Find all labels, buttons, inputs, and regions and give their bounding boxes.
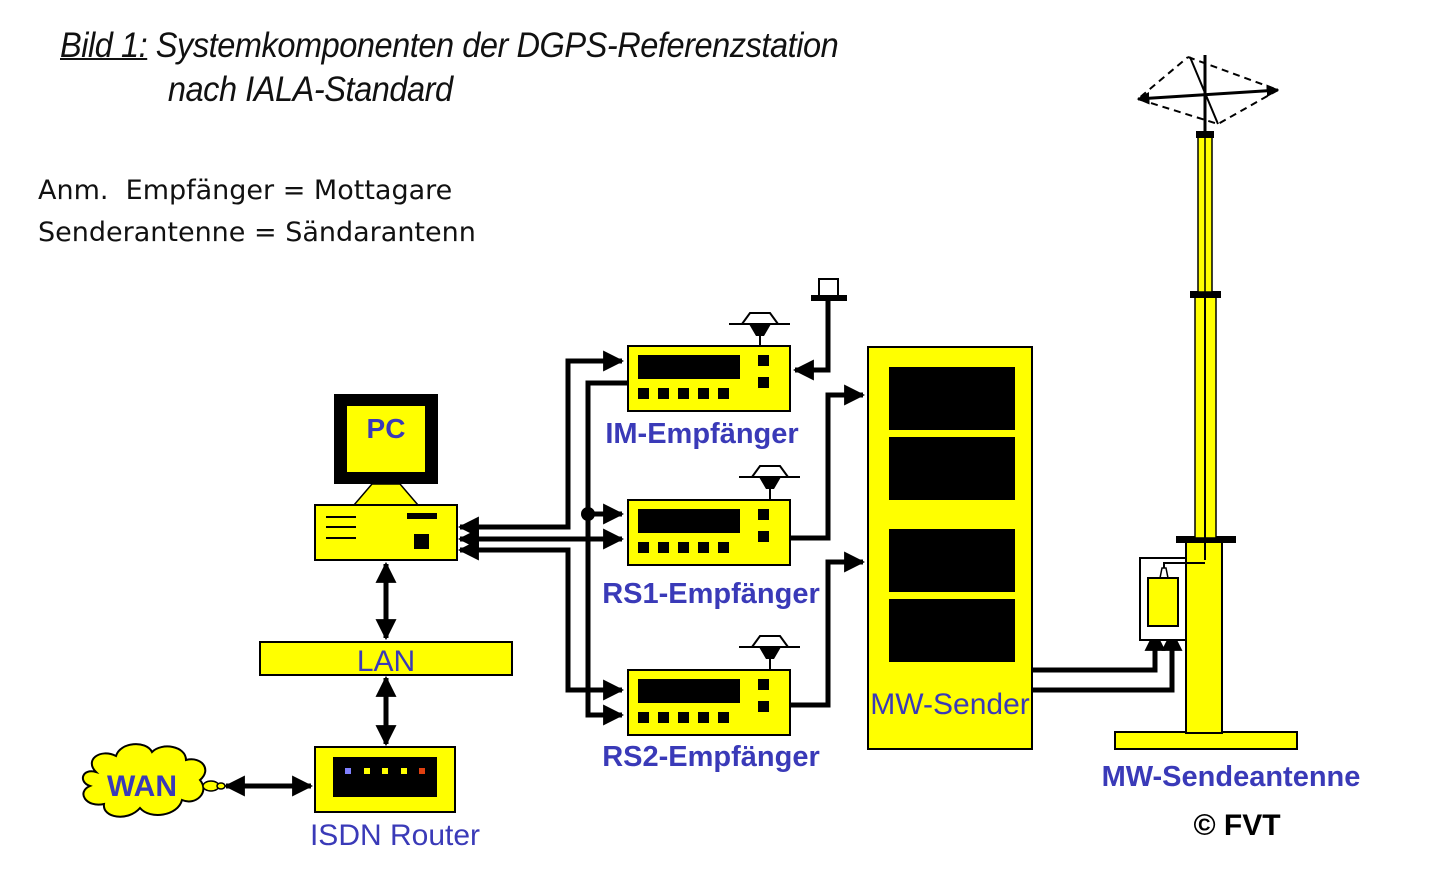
transmitter-antenna-connections — [1032, 629, 1183, 693]
title-line-2: nach IALA-Standard — [167, 70, 453, 109]
antenna-label: MW-Sendeantenne — [1102, 761, 1361, 793]
transmitter-module — [889, 437, 1015, 500]
rs1-receiver[interactable]: RS1-Empfänger — [602, 465, 820, 610]
rs2-receiver-label: RS2-Empfänger — [602, 741, 820, 773]
mw-antenna[interactable]: MW-Sendeantenne — [1102, 55, 1361, 793]
rs2-receiver[interactable]: RS2-Empfänger — [602, 635, 820, 773]
pc-receiver-connections — [457, 350, 628, 726]
im-receiver[interactable]: IM-Empfänger — [605, 312, 799, 450]
antenna-head-icon — [1135, 55, 1281, 131]
im-receiver-label: IM-Empfänger — [605, 418, 798, 450]
transmitter-module — [889, 599, 1015, 662]
pc-label: PC — [367, 413, 406, 444]
router-led — [345, 768, 351, 774]
junction-dot — [581, 507, 595, 521]
rs1-receiver-label: RS1-Empfänger — [602, 578, 820, 610]
isdn-router[interactable]: ISDN Router — [310, 746, 480, 852]
lan-bus[interactable]: LAN — [259, 641, 513, 678]
transmitter-module — [889, 529, 1015, 592]
note-line-2: Senderantenne = Sändarantenn — [38, 217, 476, 248]
gps-antenna-icon — [729, 312, 790, 346]
router-led — [382, 768, 388, 774]
receiver-transmitter-connections — [790, 384, 866, 708]
router-led — [401, 768, 407, 774]
beacon-antenna-icon — [792, 278, 847, 381]
note-line-1: Anm. Empfänger = Mottagare — [38, 175, 453, 206]
router-led — [419, 768, 425, 774]
antenna-tuner — [1139, 557, 1205, 641]
figure-title: Bild 1: Systemkomponenten der DGPS-Refer… — [60, 24, 839, 112]
pc[interactable]: PC — [314, 394, 458, 561]
pc-monitor: PC — [334, 394, 438, 506]
transmitter-module — [889, 367, 1015, 430]
mw-transmitter[interactable]: MW-Sender — [867, 346, 1033, 750]
title-line-1: Systemkomponenten der DGPS-Referenzstati… — [147, 26, 839, 65]
gps-antenna-icon — [739, 635, 800, 670]
cloud-puff — [216, 782, 226, 790]
figure-number: Bild 1: — [60, 26, 148, 65]
copyright: © FVT — [1193, 809, 1280, 842]
transmitter-label: MW-Sender — [870, 688, 1030, 721]
gps-antenna-icon — [739, 465, 800, 500]
router-label: ISDN Router — [310, 819, 480, 852]
wan-cloud[interactable]: WAN — [81, 743, 226, 818]
lan-label: LAN — [357, 645, 415, 678]
translation-note: Anm. Empfänger = Mottagare Senderantenne… — [38, 170, 476, 254]
wan-label: WAN — [107, 770, 177, 803]
router-led — [364, 768, 370, 774]
pc-case — [314, 504, 458, 561]
